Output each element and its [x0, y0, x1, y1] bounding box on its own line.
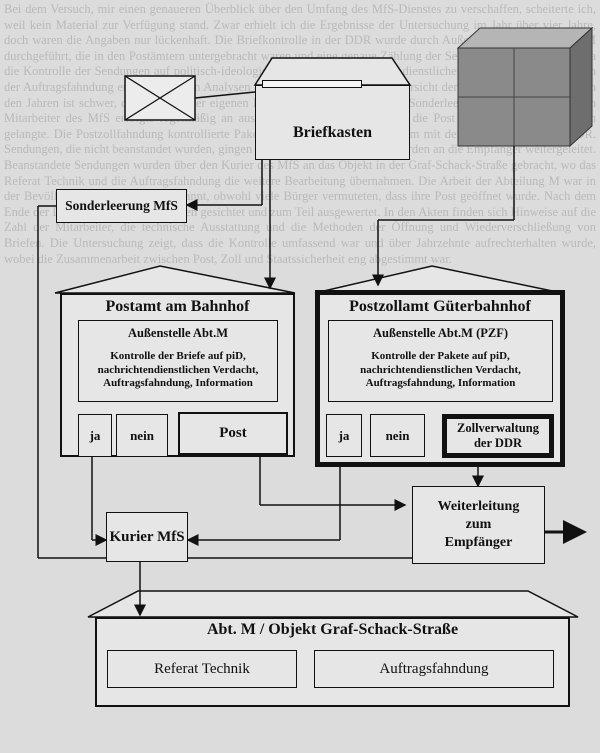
- courier-box: Kurier MfS: [106, 512, 188, 562]
- forwarding-box: Weiterleitung zum Empfänger: [412, 486, 545, 564]
- unit-search: Auftragsfahndung: [314, 650, 554, 688]
- customs-office-branch-title: Außenstelle Abt.M (PZF): [372, 326, 509, 340]
- department-title: Abt. M / Objekt Graf-Schack-Straße: [206, 621, 459, 638]
- special-emptying-box: Sonderleerung MfS: [56, 189, 187, 223]
- parcel-cube-icon: [456, 26, 594, 148]
- mailbox-label: Briefkasten: [292, 124, 373, 141]
- department-roof: [87, 590, 579, 618]
- unit-technology: Referat Technik: [107, 650, 297, 688]
- mailbox-slot: [262, 80, 362, 88]
- customs-office-title: Postzollamt Güterbahnhof: [349, 298, 531, 315]
- post-office-branch-title: Außenstelle Abt.M: [128, 326, 228, 340]
- post-office-roof: [54, 265, 296, 294]
- post-office-branch: [78, 320, 278, 402]
- post-office-task: Kontrolle der Briefe auf piD, nachrichte…: [97, 350, 259, 389]
- post-office-yes: ja: [78, 414, 112, 457]
- customs-office-branch: [328, 320, 553, 402]
- mailbox-body: [255, 85, 410, 160]
- customs-office-roof: [314, 265, 563, 294]
- post-box: Post: [178, 412, 288, 455]
- customs-office-no: nein: [370, 414, 425, 457]
- customs-office-yes: ja: [326, 414, 362, 457]
- post-office-no: nein: [116, 414, 168, 457]
- customs-office-task: Kontrolle der Pakete auf piD, nachrichte…: [360, 350, 521, 389]
- post-office-title: Postamt am Bahnhof: [105, 298, 250, 315]
- customs-administration-box: Zollverwaltung der DDR: [442, 414, 554, 458]
